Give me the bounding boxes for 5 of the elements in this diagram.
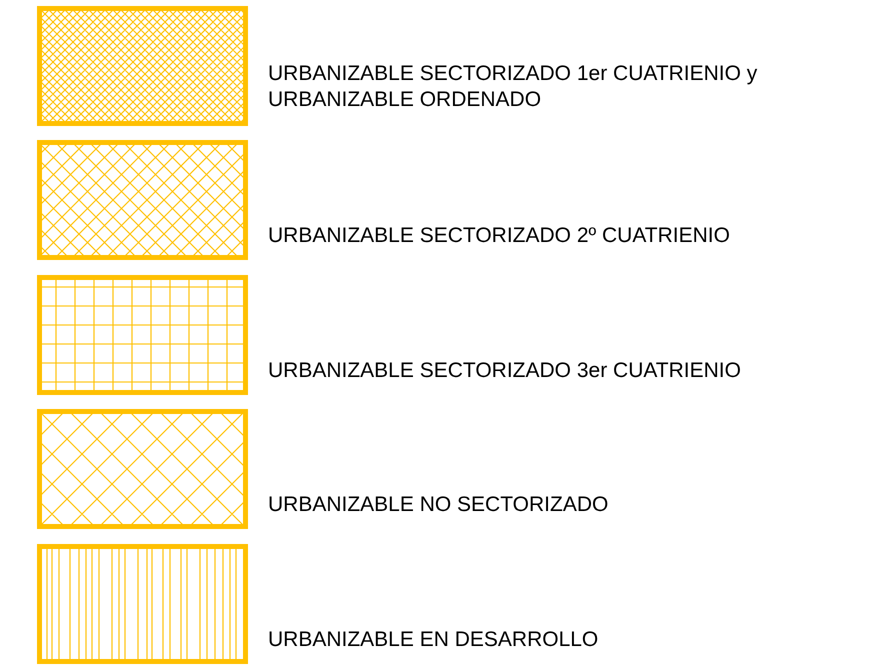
- legend-label: URBANIZABLE SECTORIZADO 3er CUATRIENIO: [268, 358, 742, 384]
- legend-label: URBANIZABLE EN DESARROLLO: [268, 627, 600, 653]
- legend-label: URBANIZABLE SECTORIZADO 1er CUATRIENIO y URBANIZABLE ORDENADO: [268, 61, 758, 113]
- legend-label: URBANIZABLE SECTORIZADO 2º CUATRIENIO: [268, 223, 731, 249]
- legend-label: URBANIZABLE NO SECTORIZADO: [268, 492, 610, 518]
